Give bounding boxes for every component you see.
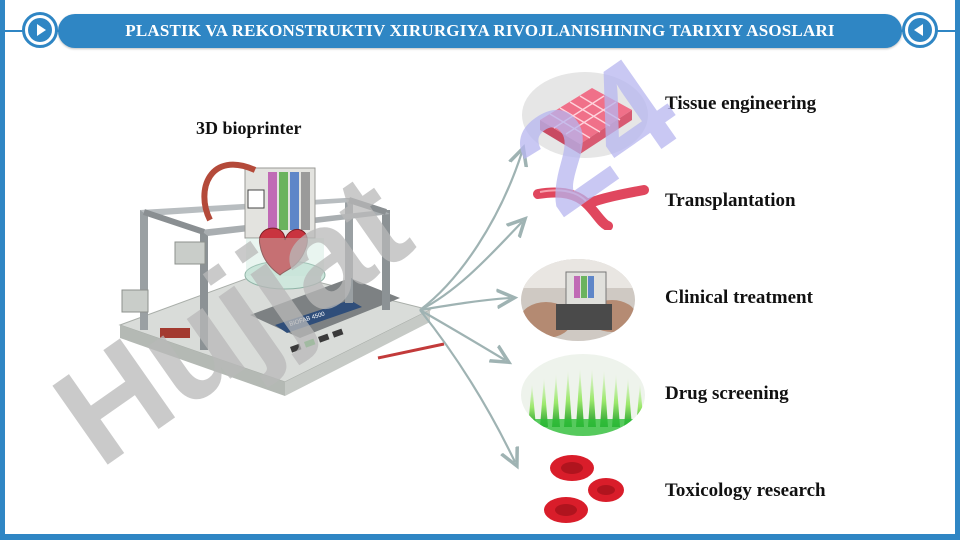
application-label-transplantation: Transplantation [665, 190, 796, 211]
arrow-to-drug-screening [419, 309, 505, 360]
arrow-to-tissue-engineering [419, 152, 522, 311]
play-right-icon [28, 18, 52, 42]
printer-label: 3D bioprinter [196, 118, 302, 138]
application-label-tissue-engineering: Tissue engineering [665, 93, 817, 114]
application-label-toxicology-research: Toxicology research [665, 480, 826, 501]
frame-left-border [0, 0, 5, 540]
green-microfluidic-array-icon [521, 354, 645, 436]
arrow-to-transplantation [419, 222, 522, 311]
bioprinter-image: BIOFAB 4500 [118, 161, 445, 396]
tissue-scaffold-icon [522, 72, 648, 158]
frame-right-border [955, 0, 960, 540]
blood-vessel-icon [533, 185, 649, 230]
title-bar: PLASTIK VA REKONSTRUKTIV XIRURGIYA RIVOJ… [58, 14, 902, 48]
application-label-drug-screening: Drug screening [665, 383, 789, 404]
frame-bottom-border [0, 534, 960, 540]
header: PLASTIK VA REKONSTRUKTIV XIRURGIYA RIVOJ… [0, 0, 960, 60]
application-label-clinical-treatment: Clinical treatment [665, 287, 813, 308]
next-slide-button[interactable] [22, 12, 58, 48]
red-blood-cells-icon [544, 455, 624, 523]
arrow-to-toxicology-research [419, 309, 515, 462]
page-title: PLASTIK VA REKONSTRUKTIV XIRURGIYA RIVOJ… [125, 21, 835, 40]
play-left-icon [908, 18, 932, 42]
previous-slide-button[interactable] [902, 12, 938, 48]
arrow-to-clinical-treatment [419, 298, 510, 312]
handheld-bioprinter-icon [521, 259, 635, 341]
